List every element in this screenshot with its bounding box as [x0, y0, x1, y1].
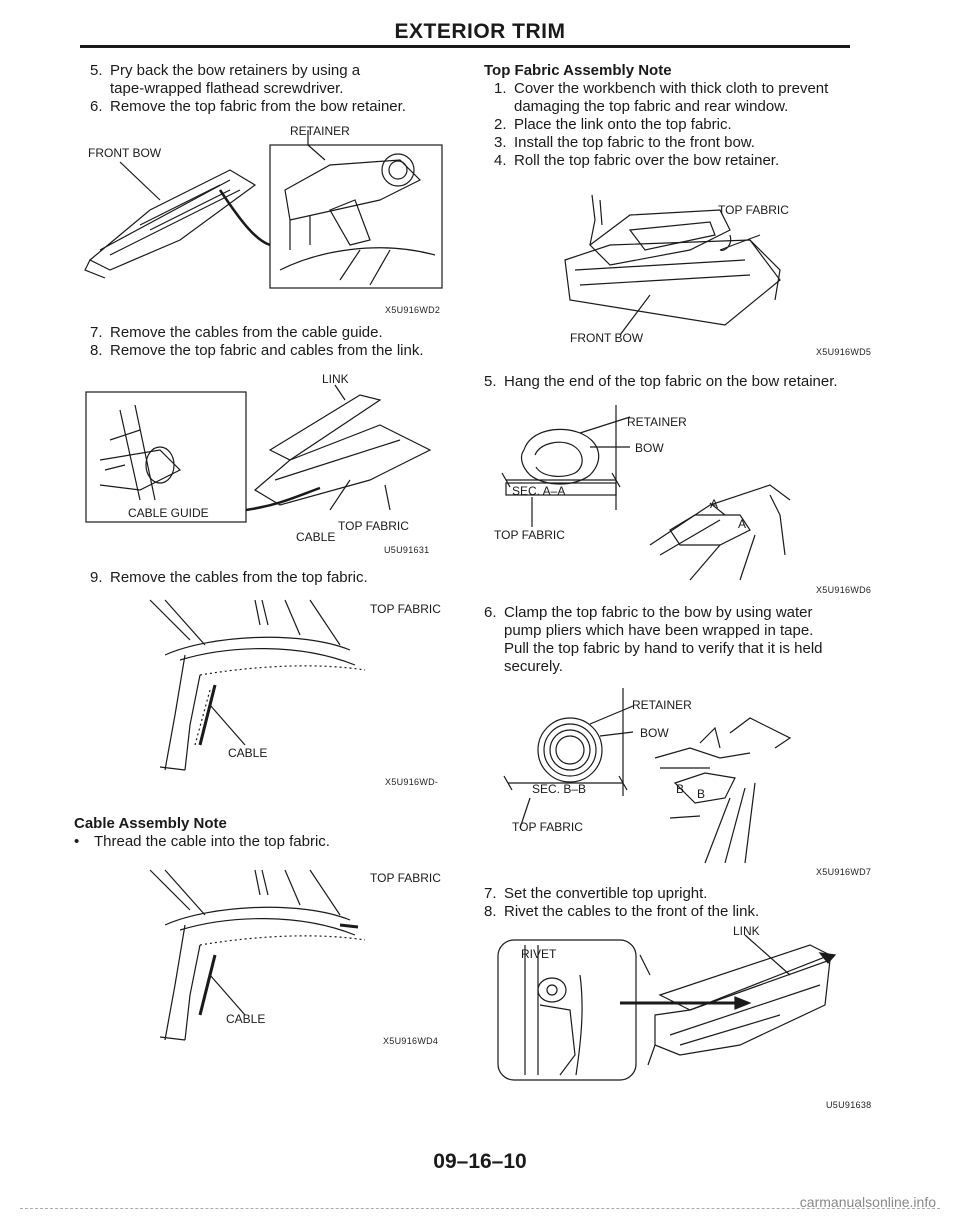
- fig1-label-retainer: RETAINER: [290, 124, 350, 138]
- step-5-right: 5.Hang the end of the top fabric on the …: [484, 373, 838, 390]
- figure-sec-a-a: [501, 405, 791, 581]
- fig8-label-link: LINK: [733, 924, 760, 938]
- fig5-label-front-bow: FRONT BOW: [570, 331, 644, 345]
- top-note-step-2: 2.Place the link onto the top fabric.: [494, 116, 732, 133]
- top-fabric-note-title: Top Fabric Assembly Note: [484, 62, 672, 79]
- header-rule: [80, 45, 850, 48]
- fig5-label-top-fabric: TOP FABRIC: [718, 203, 789, 217]
- fig7-label-b1: B: [676, 782, 685, 796]
- fig3-label-cable: CABLE: [228, 746, 268, 760]
- fig2-label-cable: CABLE: [296, 530, 336, 544]
- step-9-left: 9.Remove the cables from the top fabric.: [90, 569, 368, 586]
- fig2-label-link: LINK: [322, 372, 349, 386]
- fig6-label-top-fabric: TOP FABRIC: [494, 528, 565, 542]
- fig6-code: X5U916WD6: [816, 585, 872, 595]
- fig7-label-top-fabric: TOP FABRIC: [512, 820, 583, 834]
- figure-rivet-link: [497, 934, 837, 1081]
- fig3-label-top-fabric: TOP FABRIC: [370, 602, 441, 616]
- fig6-label-a2: A: [738, 517, 747, 531]
- figure-front-bow-retainer: [84, 130, 443, 289]
- fig8-code: U5U91638: [826, 1100, 872, 1110]
- page-title: EXTERIOR TRIM: [394, 20, 566, 43]
- figure-cable-removal: [149, 599, 366, 771]
- fig7-label-b2: B: [697, 787, 706, 801]
- figure-sec-b-b: [503, 688, 792, 864]
- page-number: 09–16–10: [433, 1150, 527, 1173]
- top-note-step-3: 3.Install the top fabric to the front bo…: [494, 134, 755, 151]
- step-5-left: 5.Pry back the bow retainers by using a …: [90, 62, 361, 97]
- fig7-code: X5U916WD7: [816, 867, 872, 877]
- fig1-label-front-bow: FRONT BOW: [88, 146, 162, 160]
- fig2-label-cable-guide: CABLE GUIDE: [126, 506, 211, 520]
- step-7-left: 7.Remove the cables from the cable guide…: [90, 324, 383, 341]
- footer-scan-line: [20, 1208, 940, 1209]
- fig6-label-a1: A: [710, 497, 719, 511]
- cable-assembly-note-item: •Thread the cable into the top fabric.: [74, 833, 330, 850]
- figure-top-fabric-front-bow: [564, 194, 781, 336]
- step-6-left: 6.Remove the top fabric from the bow ret…: [90, 98, 406, 115]
- fig7-label-retainer: RETAINER: [632, 698, 692, 712]
- figure-cable-assembly: [149, 869, 366, 1041]
- fig6-label-retainer: RETAINER: [627, 415, 687, 429]
- fig2-code: U5U91631: [384, 545, 430, 555]
- fig4-label-cable: CABLE: [226, 1012, 266, 1026]
- top-note-step-1: 1.Cover the workbench with thick cloth t…: [494, 80, 829, 115]
- step-6-right: 6. Clamp the top fabric to the bow by us…: [484, 604, 823, 675]
- step-8-right: 8.Rivet the cables to the front of the l…: [484, 903, 760, 920]
- fig4-code: X5U916WD4: [383, 1036, 439, 1046]
- fig7-label-bow: BOW: [640, 726, 669, 740]
- fig8-label-rivet: RIVET: [521, 947, 557, 961]
- fig2-label-top-fabric: TOP FABRIC: [338, 519, 409, 533]
- top-note-step-4: 4.Roll the top fabric over the bow retai…: [494, 152, 780, 169]
- cable-assembly-note-title: Cable Assembly Note: [74, 815, 227, 832]
- fig1-code: X5U916WD2: [385, 305, 441, 315]
- fig7-label-sec: SEC. B–B: [532, 782, 587, 796]
- step-8-left: 8.Remove the top fabric and cables from …: [90, 342, 424, 359]
- fig6-label-bow: BOW: [635, 441, 664, 455]
- fig6-label-sec: SEC. A–A: [512, 484, 566, 498]
- fig3-code: X5U916WD-: [385, 777, 439, 787]
- step-7-right: 7.Set the convertible top upright.: [484, 885, 708, 902]
- fig5-code: X5U916WD5: [816, 347, 872, 357]
- fig4-label-top-fabric: TOP FABRIC: [370, 871, 441, 885]
- figure-cable-guide-link: [85, 384, 432, 523]
- watermark: carmanualsonline.info: [799, 1194, 936, 1210]
